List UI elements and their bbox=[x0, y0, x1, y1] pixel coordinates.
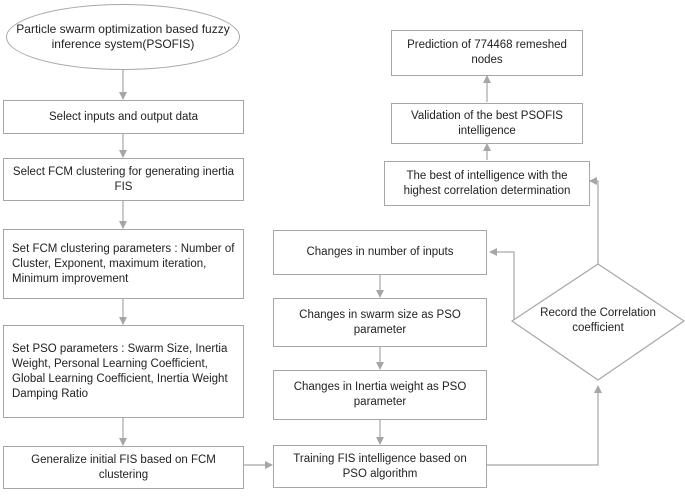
step-best-intelligence-label: The best of intelligence with the highes… bbox=[403, 169, 571, 197]
arrow-record-to-inputs bbox=[489, 248, 515, 321]
step-best-intelligence: The best of intelligence with the highes… bbox=[384, 161, 590, 206]
step-select-fcm-label: Select FCM clustering for generating ine… bbox=[12, 165, 235, 193]
decision-record-correlation-label: Record the Correlation coefficient bbox=[540, 307, 656, 334]
step-changes-inertia: Changes in Inertia weight as PSO paramet… bbox=[273, 370, 487, 420]
step-generalize-fis-label: Generalize initial FIS based on FCM clus… bbox=[31, 453, 216, 481]
step-changes-inputs: Changes in number of inputs bbox=[273, 230, 487, 275]
step-set-pso-params-label: Set PSO parameters : Swarm Size, Inertia… bbox=[12, 342, 228, 400]
step-changes-swarm: Changes in swarm size as PSO parameter bbox=[273, 298, 487, 347]
step-training-fis: Training FIS intelligence based on PSO a… bbox=[273, 445, 487, 488]
step-prediction-label: Prediction of 774468 remeshed nodes bbox=[407, 39, 567, 66]
decision-diamond-record-correlation bbox=[510, 263, 685, 381]
step-select-inputs: Select inputs and output data bbox=[3, 100, 244, 134]
step-training-fis-label: Training FIS intelligence based on PSO a… bbox=[293, 452, 467, 480]
arrow-record-to-best bbox=[589, 177, 599, 264]
step-set-pso-params: Set PSO parameters : Swarm Size, Inertia… bbox=[3, 325, 244, 418]
start-node-psofis: Particle swarm optimization based fuzzy … bbox=[6, 4, 240, 70]
step-generalize-fis: Generalize initial FIS based on FCM clus… bbox=[3, 446, 244, 489]
step-changes-swarm-label: Changes in swarm size as PSO parameter bbox=[299, 308, 461, 336]
start-node-label: Particle swarm optimization based fuzzy … bbox=[16, 22, 230, 51]
step-prediction: Prediction of 774468 remeshed nodes bbox=[391, 30, 583, 76]
step-set-fcm-params: Set FCM clustering parameters : Number o… bbox=[3, 229, 244, 299]
arrow-training-to-record bbox=[487, 385, 602, 466]
step-select-fcm: Select FCM clustering for generating ine… bbox=[3, 158, 244, 201]
step-set-fcm-params-label: Set FCM clustering parameters : Number o… bbox=[12, 242, 235, 285]
step-validation-label: Validation of the best PSOFIS intelligen… bbox=[411, 109, 563, 137]
step-select-inputs-label: Select inputs and output data bbox=[49, 110, 198, 123]
step-changes-inputs-label: Changes in number of inputs bbox=[306, 246, 454, 258]
step-changes-inertia-label: Changes in Inertia weight as PSO paramet… bbox=[293, 381, 467, 408]
step-validation: Validation of the best PSOFIS intelligen… bbox=[391, 103, 583, 144]
